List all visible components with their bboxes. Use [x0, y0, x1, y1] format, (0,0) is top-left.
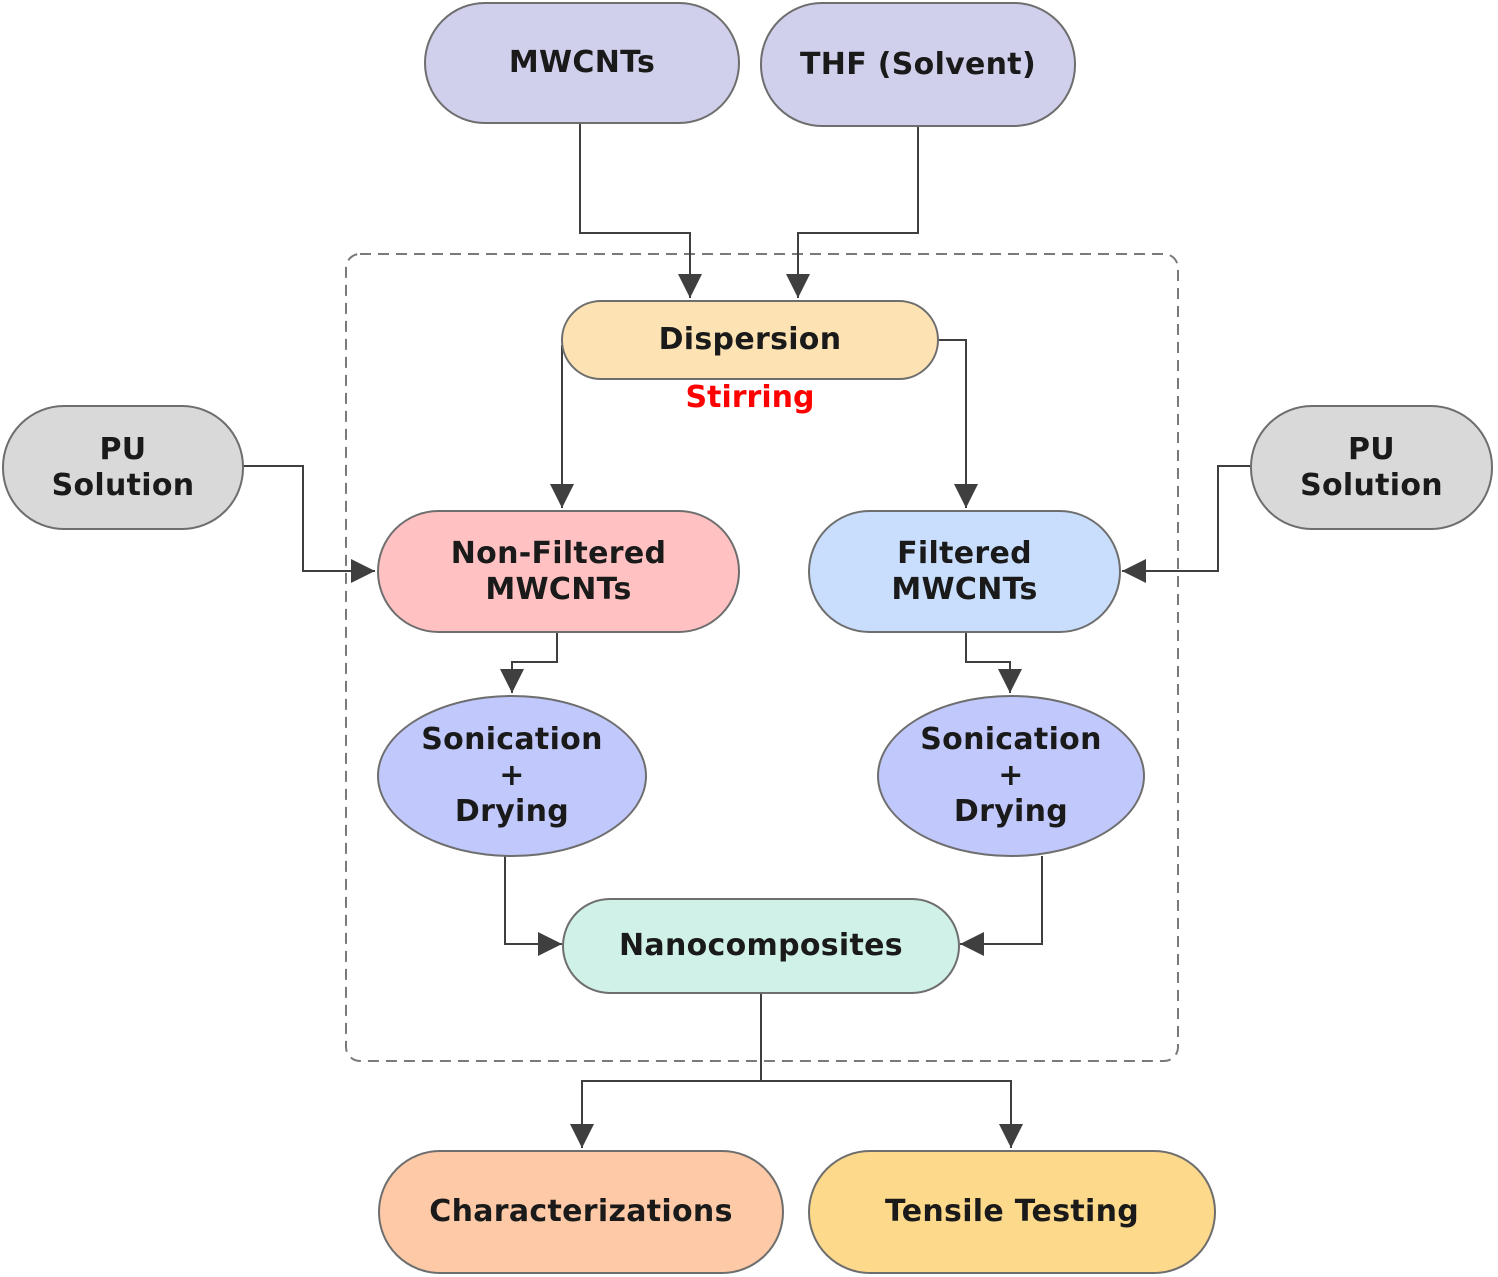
- arrow-mwcnts-to-dispersion: [579, 124, 702, 298]
- tensile-testing-node: Tensile Testing: [808, 1150, 1216, 1274]
- arrow-to-characterizations: [570, 1080, 761, 1148]
- pu-solution-left-label: PU Solution: [51, 431, 195, 503]
- filtered-mwcnts-node: Filtered MWCNTs: [808, 510, 1121, 633]
- arrow-dispersion-to-filtered: [938, 339, 978, 508]
- arrow-non-filtered-to-sonication: [500, 632, 558, 693]
- tensile-testing-label: Tensile Testing: [884, 1194, 1140, 1229]
- thf-solvent-label: THF (Solvent): [800, 46, 1036, 82]
- characterizations-node: Characterizations: [378, 1150, 784, 1274]
- arrow-pu-left-to-non-filtered: [242, 465, 375, 583]
- dispersion-node: Dispersion: [561, 300, 939, 380]
- non-filtered-mwcnts-label: Non-Filtered MWCNTs: [450, 535, 667, 607]
- non-filtered-mwcnts-node: Non-Filtered MWCNTs: [377, 510, 740, 633]
- characterizations-label: Characterizations: [429, 1194, 733, 1229]
- stirring-note: Stirring: [685, 380, 815, 415]
- mwcnts-node: MWCNTs: [424, 2, 740, 124]
- pu-solution-right-label: PU Solution: [1300, 431, 1443, 503]
- arrow-sonication-left-to-nanocomposites: [504, 856, 562, 956]
- nanocomposites-node: Nanocomposites: [562, 898, 960, 994]
- arrow-sonication-right-to-nanocomposites: [960, 856, 1043, 956]
- dispersion-label: Dispersion: [658, 322, 842, 357]
- arrow-thf-to-dispersion: [786, 127, 919, 298]
- sonication-drying-left-node: Sonication + Drying: [377, 695, 647, 857]
- pu-solution-left-node: PU Solution: [2, 405, 244, 530]
- sonication-drying-right-label: Sonication + Drying: [920, 722, 1102, 829]
- arrow-to-tensile-testing: [761, 1080, 1023, 1148]
- nanocomposites-label: Nanocomposites: [619, 928, 903, 963]
- thf-solvent-node: THF (Solvent): [760, 2, 1076, 127]
- pu-solution-right-node: PU Solution: [1250, 405, 1493, 530]
- mwcnts-label: MWCNTs: [508, 45, 656, 80]
- process-frame: [345, 253, 1179, 1062]
- sonication-drying-left-label: Sonication + Drying: [421, 722, 603, 829]
- sonication-drying-right-node: Sonication + Drying: [877, 695, 1145, 857]
- filtered-mwcnts-label: Filtered MWCNTs: [891, 535, 1038, 607]
- arrow-filtered-to-sonication: [965, 632, 1022, 693]
- arrow-pu-right-to-filtered: [1122, 465, 1252, 583]
